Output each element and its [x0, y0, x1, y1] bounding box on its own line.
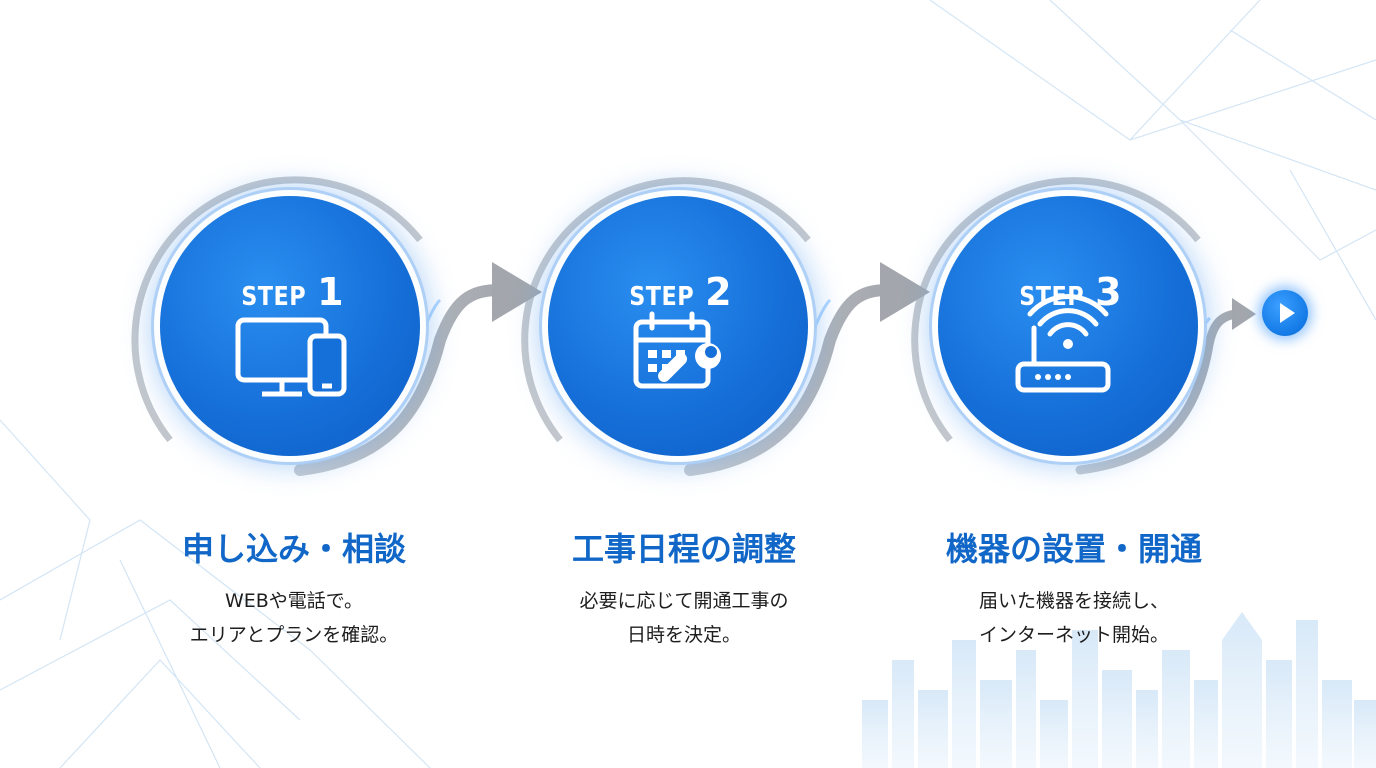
arrow-head-2 — [880, 262, 930, 322]
step-1-circle: STEP 1 — [160, 196, 420, 456]
devices-icon — [235, 317, 347, 397]
step-2-word: STEP — [629, 282, 694, 312]
city-skyline — [862, 612, 1376, 768]
step-2-description: 必要に応じて開通工事の 日時を決定。 — [474, 584, 894, 652]
step-1-description: WEBや電話で。 エリアとプランを確認。 — [84, 584, 504, 652]
step3-outer-arc — [911, 177, 1201, 443]
step-2-circle: STEP 2 — [548, 196, 808, 456]
arrow-step3-to-end — [1075, 309, 1241, 475]
step-2-desc-line-2: 日時を決定。 — [626, 624, 741, 646]
step-3-description: 届いた機器を接続し、 インターネット開始。 — [864, 584, 1284, 652]
step-1-desc-line-2: エリアとプランを確認。 — [189, 624, 399, 646]
step-1-desc-line-1: WEBや電話で。 — [224, 590, 364, 612]
step-2-title: 工事日程の調整 — [571, 530, 796, 568]
arrow-step2-to-step3 — [684, 284, 894, 476]
arrow-head-3 — [1232, 298, 1256, 330]
step-3-desc-line-2: インターネット開始。 — [978, 624, 1169, 646]
step2-outer-arc — [521, 177, 811, 443]
calendar-wrench-icon — [633, 311, 721, 389]
step-1-word: STEP — [241, 282, 306, 312]
step-2-desc-line-1: 必要に応じて開通工事の — [579, 590, 789, 612]
arrow-head-1 — [492, 262, 542, 322]
step-3-title: 機器の設置・開通 — [945, 530, 1202, 568]
play-icon — [1262, 290, 1308, 336]
step-1-title: 申し込み・相談 — [181, 530, 406, 568]
step-3-desc-line-1: 届いた機器を接続し、 — [978, 590, 1169, 612]
step1-outer-arc — [131, 176, 423, 443]
step-2-number: 2 — [705, 270, 733, 314]
arrow-step1-to-step2 — [294, 284, 506, 476]
step-1-number: 1 — [317, 270, 345, 314]
router-icon — [1015, 294, 1111, 393]
